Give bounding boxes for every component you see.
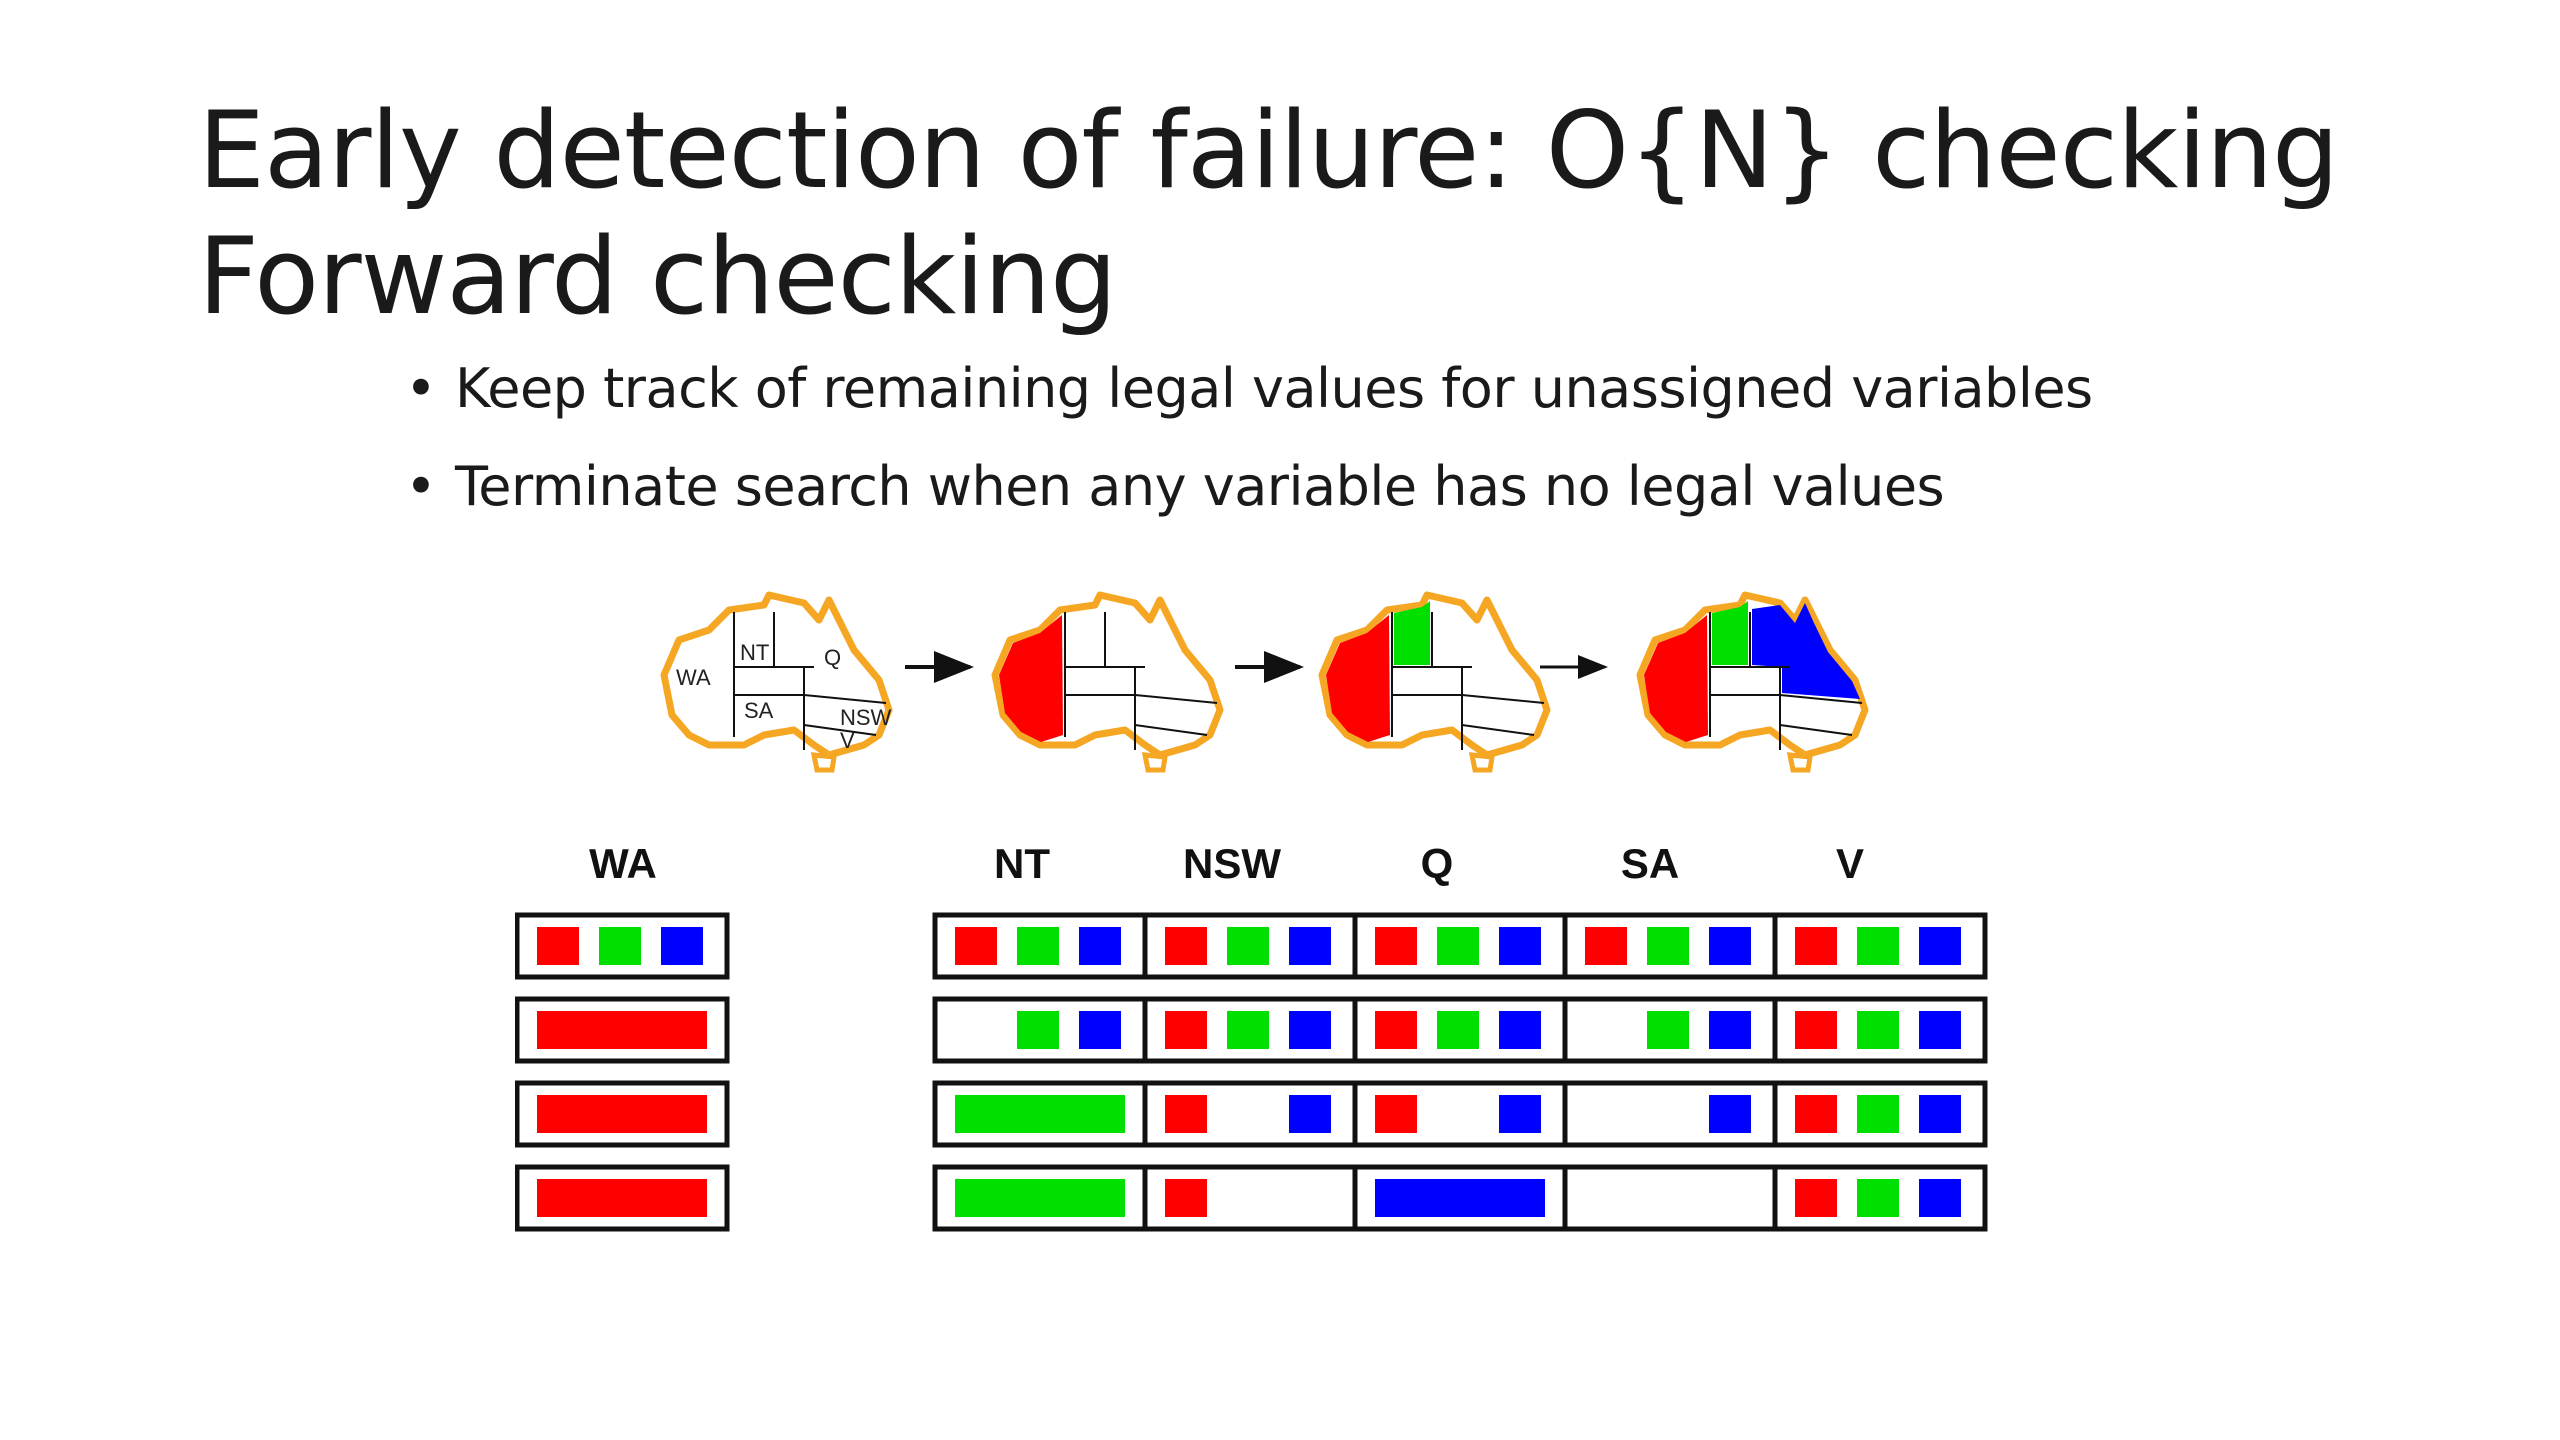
map-label-nsw: NSW xyxy=(840,705,892,730)
domain-value-blue xyxy=(1289,1011,1331,1049)
title-line-1: Early detection of failure: O{N} checkin… xyxy=(198,89,2339,212)
domain-value-green xyxy=(1857,1095,1899,1133)
assigned-value-bar-red xyxy=(537,1095,707,1133)
domain-value-red xyxy=(955,927,997,965)
domain-value-red xyxy=(1165,927,1207,965)
column-header-q: Q xyxy=(1420,840,1454,887)
domain-value-red xyxy=(1795,1095,1837,1133)
domain-value-green xyxy=(1647,927,1689,965)
domain-value-green xyxy=(1857,927,1899,965)
assigned-value-bar-red xyxy=(537,1179,707,1217)
domain-value-red xyxy=(1795,927,1837,965)
domain-value-green xyxy=(1017,927,1059,965)
slide-title: Early detection of failure: O{N} checkin… xyxy=(198,88,2339,340)
domain-value-green xyxy=(1437,927,1479,965)
bullet-item: • Keep track of remaining legal values fo… xyxy=(405,340,2093,438)
domain-value-green xyxy=(1647,1011,1689,1049)
domain-value-red xyxy=(1375,1011,1417,1049)
column-header-sa: SA xyxy=(1620,840,1680,887)
domain-value-red xyxy=(1165,1011,1207,1049)
domain-value-red xyxy=(1795,1011,1837,1049)
bullet-dot: • xyxy=(405,455,437,518)
domain-value-red xyxy=(1165,1179,1207,1217)
domain-value-red xyxy=(537,927,579,965)
map-label-wa: WA xyxy=(676,665,711,690)
australia-map-initial: WA NT Q SA NSW V xyxy=(660,591,893,773)
assigned-value-bar-green xyxy=(955,1179,1125,1217)
column-header-nsw: NSW xyxy=(1183,840,1281,887)
bullet-item: • Terminate search when any variable has … xyxy=(405,438,2093,536)
domain-value-blue xyxy=(1289,1095,1331,1133)
domain-value-blue xyxy=(1499,1095,1541,1133)
domain-value-red xyxy=(1375,927,1417,965)
domain-value-blue xyxy=(1499,927,1541,965)
domain-value-green xyxy=(1227,927,1269,965)
australia-outline xyxy=(660,591,893,759)
map-label-q: Q xyxy=(824,645,841,670)
map-label-sa: SA xyxy=(744,698,774,723)
domain-value-blue xyxy=(1289,927,1331,965)
domain-value-blue xyxy=(1499,1011,1541,1049)
column-header-wa: WA xyxy=(589,840,657,887)
map-label-nt: NT xyxy=(740,640,769,665)
australia-map-wa-red xyxy=(991,591,1224,773)
bullet-text: Terminate search when any variable has n… xyxy=(455,455,1945,518)
domain-value-green xyxy=(599,927,641,965)
bullet-list: • Keep track of remaining legal values fo… xyxy=(405,340,2093,536)
assigned-value-bar-blue xyxy=(1375,1179,1545,1217)
domain-value-green xyxy=(1437,1011,1479,1049)
domain-value-green xyxy=(1857,1011,1899,1049)
column-header-v: V xyxy=(1835,840,1864,887)
bullet-dot: • xyxy=(405,357,437,420)
assigned-value-bar-red xyxy=(537,1011,707,1049)
domain-value-blue xyxy=(1709,1011,1751,1049)
domain-value-red xyxy=(1585,927,1627,965)
domain-value-red xyxy=(1165,1095,1207,1133)
assigned-value-bar-green xyxy=(955,1095,1125,1133)
domain-value-green xyxy=(1857,1179,1899,1217)
domain-value-blue xyxy=(1079,927,1121,965)
australia-map-nt-green xyxy=(1318,591,1551,773)
domain-value-blue xyxy=(1919,1011,1961,1049)
domain-value-blue xyxy=(1919,1179,1961,1217)
domain-value-blue xyxy=(1079,1011,1121,1049)
bullet-text: Keep track of remaining legal values for… xyxy=(455,357,2093,420)
domain-value-blue xyxy=(1709,1095,1751,1133)
map-label-v: V xyxy=(840,728,855,753)
domain-value-red xyxy=(1795,1179,1837,1217)
domain-value-blue xyxy=(661,927,703,965)
australia-map-q-blue xyxy=(1636,591,1869,773)
domain-value-green xyxy=(1227,1011,1269,1049)
title-line-2: Forward checking xyxy=(198,215,1117,338)
column-header-nt: NT xyxy=(994,840,1050,887)
domain-value-blue xyxy=(1919,1095,1961,1133)
domain-value-blue xyxy=(1709,927,1751,965)
domain-value-green xyxy=(1017,1011,1059,1049)
domain-value-blue xyxy=(1919,927,1961,965)
domain-table xyxy=(515,912,1988,1232)
domain-value-red xyxy=(1375,1095,1417,1133)
map-sequence: WA NT Q SA NSW V xyxy=(660,591,1869,773)
